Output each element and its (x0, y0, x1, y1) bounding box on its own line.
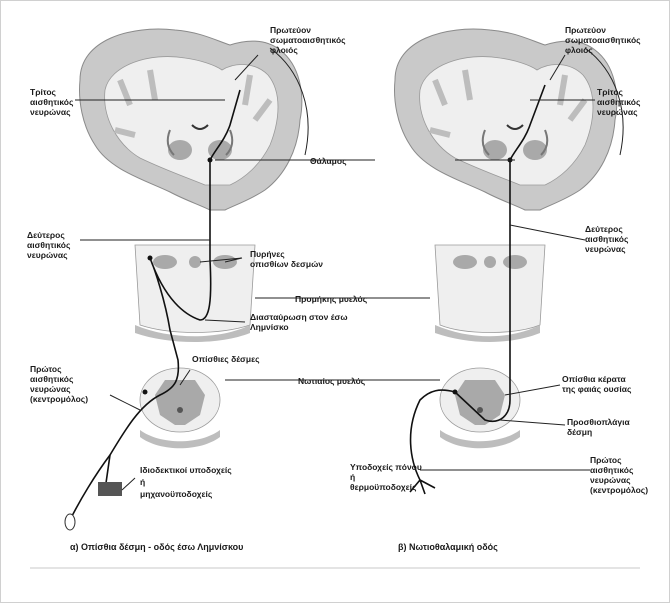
left-second-neuron-l1: Δεύτερος (27, 230, 65, 240)
left-dorsal-columns-label: Οπίσθιες δέσμες (192, 354, 260, 364)
thalamus-label: Θάλαμος (310, 156, 347, 166)
left-first-neuron-label: Πρώτος αισθητικός νευρώνας (κεντρομόλος) (30, 364, 88, 404)
left-receptors-l3: μηχανοϋποδοχείς (140, 489, 213, 499)
right-third-neuron-l3: νευρώνας (597, 107, 638, 117)
right-receptors-l3: θερμοϋποδοχείς (350, 482, 417, 492)
right-third-neuron-label: Τρίτος αισθητικός νευρώνας (597, 87, 643, 117)
left-second-neuron-l2: αισθητικός (27, 240, 71, 250)
right-primary-cortex-l1: Πρωτεύον (565, 25, 606, 35)
right-dorsal-horn-l2: της φαιάς ουσίας (562, 384, 632, 394)
right-spinal-cord-section (440, 368, 520, 448)
left-first-neuron-l2: αισθητικός (30, 374, 74, 384)
left-dorsal-nuclei-label: Πυρήνες οπισθίων δεσμών (250, 249, 323, 269)
right-brain-section (395, 29, 617, 210)
left-first-neuron-l1: Πρώτος (30, 364, 62, 374)
right-third-neuron-l1: Τρίτος (597, 87, 624, 97)
right-first-neuron-l1: Πρώτος (590, 455, 622, 465)
right-second-neuron-l2: αισθητικός (585, 234, 629, 244)
left-third-neuron-l2: αισθητικός (30, 97, 74, 107)
left-primary-cortex-label: Πρωτεύον σωματοαισθητικός φλοιός (270, 25, 348, 55)
left-primary-cortex-l1: Πρωτεύον (270, 25, 311, 35)
left-spinal-cord-section (140, 368, 220, 448)
left-dorsal-nuclei-l2: οπισθίων δεσμών (250, 259, 323, 269)
left-third-neuron-l1: Τρίτος (30, 87, 57, 97)
right-third-neuron-l2: αισθητικός (597, 97, 641, 107)
left-decussation-l1: Διασταύρωση στον έσω (250, 312, 348, 322)
right-receptors-l2: ή (350, 472, 355, 482)
left-decussation-label: Διασταύρωση στον έσω Λημνίσκο (250, 312, 350, 332)
left-receptor-icon (98, 482, 122, 496)
right-second-neuron-l3: νευρώνας (585, 244, 626, 254)
left-dorsal-nuclei-l1: Πυρήνες (250, 249, 285, 259)
right-receptors-label: Υποδοχείς πόνου ή θερμοϋποδοχείς (350, 462, 424, 492)
left-receptors-label: Ιδιοδεκτικοί υποδοχείς ή μηχανοϋποδοχείς (140, 465, 234, 499)
right-first-neuron-l4: (κεντρομόλος) (590, 485, 648, 495)
right-primary-cortex-l3: φλοιός (565, 45, 593, 55)
left-second-neuron-label: Δεύτερος αισθητικός νευρώνας (27, 230, 73, 260)
left-second-neuron-l3: νευρώνας (27, 250, 68, 260)
right-receptors-l1: Υποδοχείς πόνου (350, 462, 422, 472)
right-primary-cortex-label: Πρωτεύον σωματοαισθητικός φλοιός (565, 25, 643, 55)
right-caption: β) Νωτιοθαλαμική οδός (398, 542, 498, 552)
right-second-neuron-l1: Δεύτερος (585, 224, 623, 234)
left-primary-cortex-l3: φλοιός (270, 45, 298, 55)
right-dorsal-horn-l1: Οπίσθια κέρατα (562, 374, 626, 384)
left-receptors-l2: ή (140, 477, 145, 487)
right-first-neuron-label: Πρώτος αισθητικός νευρώνας (κεντρομόλος) (590, 455, 648, 495)
left-first-neuron-l3: νευρώνας (30, 384, 71, 394)
medulla-label: Προμήκης μυελός (295, 294, 368, 304)
right-dorsal-horn-label: Οπίσθια κέρατα της φαιάς ουσίας (562, 374, 632, 394)
right-first-neuron-l2: αισθητικός (590, 465, 634, 475)
right-anterolateral-l1: Προσθιοπλάγια (567, 417, 630, 427)
spinal-cord-label: Νωτιαίος μυελός (298, 376, 366, 386)
left-first-neuron-l4: (κεντρομόλος) (30, 394, 88, 404)
left-third-neuron-label: Τρίτος αισθητικός νευρώνας (30, 87, 76, 117)
right-first-neuron-l3: νευρώνας (590, 475, 631, 485)
right-anterolateral-l2: δέσμη (567, 427, 592, 437)
left-third-neuron-l3: νευρώνας (30, 107, 71, 117)
right-medulla-section (435, 245, 545, 342)
left-decussation-l2: Λημνίσκο (250, 322, 289, 332)
left-primary-cortex-l2: σωματοαισθητικός (270, 35, 346, 45)
left-receptor-capsule-icon (65, 514, 75, 530)
right-second-neuron-label: Δεύτερος αισθητικός νευρώνας (585, 224, 631, 254)
left-brain-section (80, 29, 302, 210)
left-caption: α) Οπίσθια δέσμη - οδός έσω Λημνίσκου (70, 542, 243, 552)
left-receptors-l1: Ιδιοδεκτικοί υποδοχείς (140, 465, 232, 475)
right-anterolateral-label: Προσθιοπλάγια δέσμη (567, 417, 632, 437)
right-primary-cortex-l2: σωματοαισθητικός (565, 35, 641, 45)
